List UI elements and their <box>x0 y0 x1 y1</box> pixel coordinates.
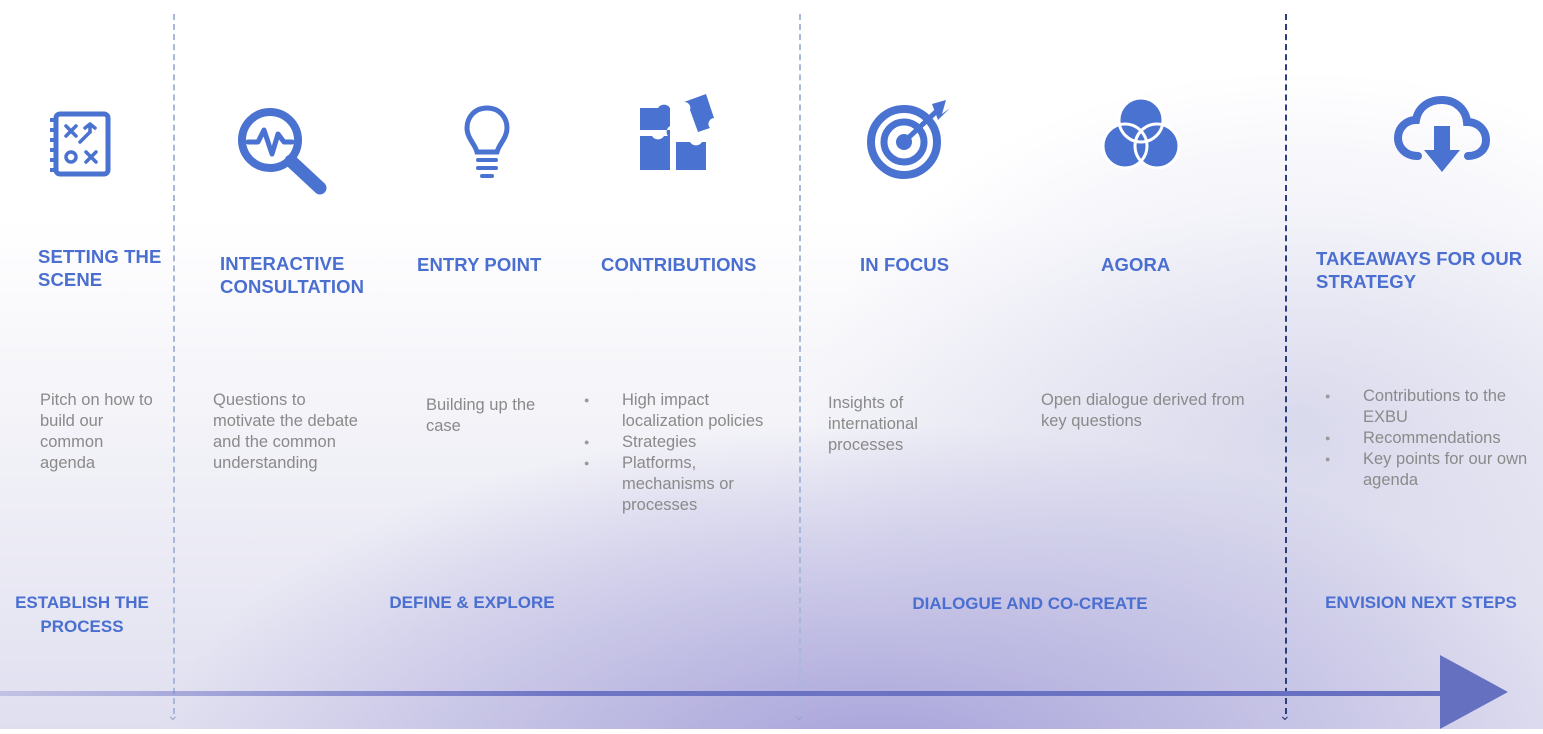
timeline-bar <box>0 691 1450 696</box>
title-agora: AGORA <box>1101 254 1171 275</box>
list-item: Contributions to the EXBU <box>1323 386 1538 428</box>
phase-divider-1 <box>173 14 175 714</box>
bullets-contributions: High impact localization policies Strate… <box>582 390 782 516</box>
puzzle-icon <box>636 92 722 174</box>
desc-entry-point: Building up the case <box>426 396 536 435</box>
title-in-focus: IN FOCUS <box>860 254 950 275</box>
strategy-board-icon <box>50 108 116 180</box>
divider-arrow-2: ⌄ <box>793 707 805 723</box>
title-contributions: CONTRIBUTIONS <box>601 254 757 275</box>
list-item: Platforms, mechanisms or processes <box>582 453 782 516</box>
list-item: Recommendations <box>1323 428 1538 449</box>
venn-diagram-icon <box>1101 94 1181 172</box>
title-setting-the-scene: SETTING THE SCENE <box>38 246 162 290</box>
divider-arrow-3: ⌄ <box>1279 707 1291 723</box>
title-interactive-consultation: INTERACTIVE CONSULTATION <box>220 253 365 297</box>
phase-divider-3 <box>1285 14 1287 714</box>
desc-setting-the-scene: Pitch on how to build our common agenda <box>40 391 153 472</box>
lightbulb-icon <box>463 104 511 184</box>
list-item: Strategies <box>582 432 782 453</box>
phase-divider-2 <box>799 14 801 714</box>
desc-in-focus: Insights of international processes <box>828 394 918 454</box>
desc-agora: Open dialogue derived from key questions <box>1041 391 1245 430</box>
target-icon <box>866 98 956 180</box>
cloud-download-icon <box>1394 96 1490 176</box>
title-entry-point: ENTRY POINT <box>417 254 542 275</box>
list-item: High impact localization policies <box>582 390 782 432</box>
phase-establish: ESTABLISH THE PROCESS <box>15 593 149 636</box>
bullets-takeaways: Contributions to the EXBU Recommendation… <box>1323 386 1538 491</box>
desc-interactive-consultation: Questions to motivate the debate and the… <box>213 391 358 472</box>
timeline-arrowhead <box>1440 655 1510 734</box>
divider-arrow-1: ⌄ <box>167 707 179 723</box>
phase-envision: ENVISION NEXT STEPS <box>1325 593 1517 612</box>
phase-define: DEFINE & EXPLORE <box>389 593 555 612</box>
phase-dialogue: DIALOGUE AND CO-CREATE <box>912 594 1148 613</box>
list-item: Key points for our own agenda <box>1323 449 1538 491</box>
magnifier-pulse-icon <box>234 104 328 196</box>
title-takeaways: TAKEAWAYS FOR OUR STRATEGY <box>1316 248 1523 292</box>
